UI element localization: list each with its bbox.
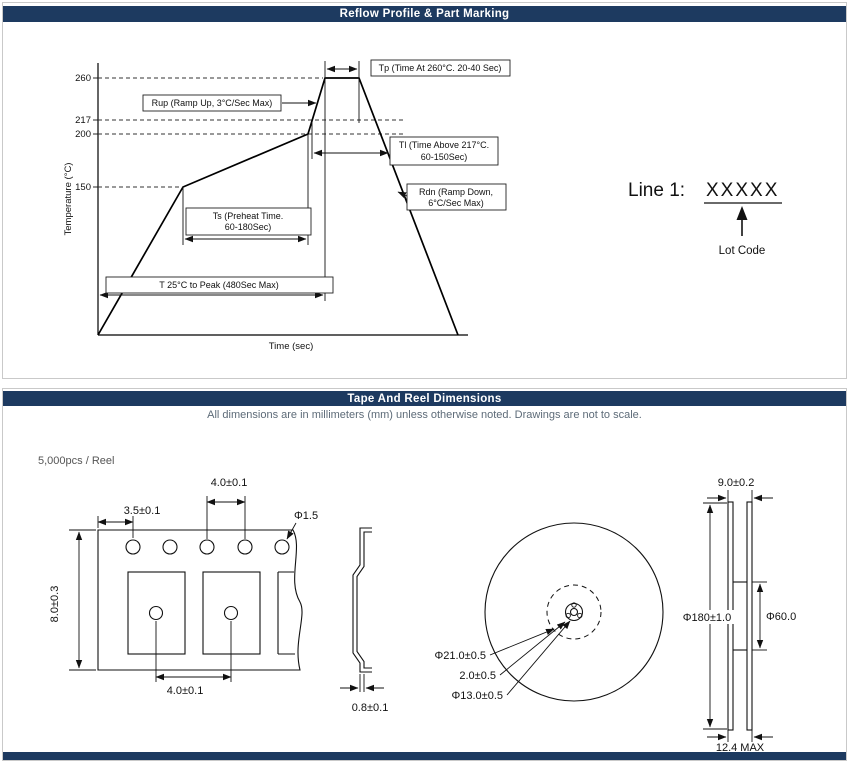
footer-bar (3, 752, 846, 760)
rdn-leader (397, 191, 408, 199)
sprocket-hole (162, 539, 178, 555)
y-tick-217: 217 (75, 115, 91, 126)
reflow-profile-line (97, 77, 459, 336)
reflow-section: Reflow Profile & Part Marking 260 217 (2, 2, 847, 379)
x-axis-label: Time (sec) (269, 341, 314, 352)
reel-hub-ring-dashed (546, 584, 602, 640)
marking-line1-value: XXXXX (706, 180, 779, 201)
reflow-section-title: Reflow Profile & Part Marking (339, 8, 510, 20)
t25-box (105, 276, 334, 294)
reel-center-hole (564, 602, 584, 622)
marking-line1-label: Line 1: (628, 180, 685, 201)
rdn-label-2: 6°C/Sec Max) (428, 198, 484, 208)
dim-outer-dia: Φ180±1.0 (683, 612, 731, 624)
reel-flange-right (746, 501, 753, 731)
y-tick-150: 150 (75, 182, 91, 193)
dim-label-bg (675, 610, 741, 624)
reel-key-notch (565, 612, 571, 619)
dim-center-hole-dia: Φ13.0±0.5 (451, 690, 503, 702)
dimensions-note: All dimensions are in millimeters (mm) u… (207, 409, 642, 421)
t25-label: T 25°C to Peak (480Sec Max) (159, 280, 279, 290)
dim-tape-thickness: 0.8±0.1 (352, 702, 389, 714)
y-axis-label: Temperature (°C) (63, 163, 74, 236)
tl-label-1: Tl (Time Above 217°C. (399, 140, 489, 150)
reel-key-notch (577, 612, 583, 619)
reel-quantity: 5,000pcs / Reel (38, 455, 114, 467)
reflow-section-header: Reflow Profile & Part Marking (3, 6, 846, 22)
dim-key-slot: 2.0±0.5 (459, 670, 496, 682)
part-marking: Line 1: XXXXX Lot Code (628, 180, 782, 257)
tp-box (370, 59, 511, 77)
sprocket-hole (274, 539, 290, 555)
pocket-center-hole (223, 605, 239, 621)
chart-axes: 260 217 200 150 Temperature (°C) Time (s… (63, 63, 468, 352)
component-pocket (127, 571, 186, 655)
reel-flange-circle (484, 522, 664, 702)
component-pocket (202, 571, 261, 655)
rup-label: Rup (Ramp Up, 3°C/Sec Max) (152, 98, 273, 108)
reel-front-view: Φ21.0±0.5 2.0±0.5 Φ13.0±0.5 (434, 522, 664, 702)
tl-label-2: 60-150Sec) (421, 152, 468, 162)
tape-outline (97, 529, 303, 671)
tape-reel-section-title: Tape And Reel Dimensions (347, 392, 502, 405)
partial-pocket (277, 571, 295, 655)
tape-reel-drawings: 5,000pcs / Reel 4.0±0.1 (38, 455, 796, 754)
y-tick-200: 200 (75, 129, 91, 140)
sprocket-hole (125, 539, 141, 555)
pocket-center-hole (148, 605, 164, 621)
tape-section-outer (352, 527, 372, 673)
tape-front-view: 4.0±0.1 3.5±0.1 Φ1.5 8.0±0.3 4.0±0.1 (49, 477, 318, 697)
dim-flange-gap: 9.0±0.2 (718, 477, 755, 489)
tape-side-view: 0.8±0.1 (340, 527, 389, 714)
rup-box (142, 94, 282, 112)
dim-center-ring-dia: Φ21.0±0.5 (434, 650, 486, 662)
dim-tape-width: 8.0±0.3 (49, 586, 61, 623)
sprocket-hole (237, 539, 253, 555)
chart-measure-lines (99, 61, 408, 301)
dim-hub-dia: Φ60.0 (766, 611, 796, 623)
dim-hole-pitch: 4.0±0.1 (211, 477, 248, 489)
lot-code-arrow-head (736, 206, 748, 220)
rdn-label-1: Rdn (Ramp Down, (419, 187, 493, 197)
y-tick-260: 260 (75, 73, 91, 84)
ts-label-2: 60-180Sec) (225, 222, 272, 232)
reflow-profile-chart: 260 217 200 150 Temperature (°C) Time (s… (63, 59, 782, 352)
tp-label: Tp (Time At 260°C. 20-40 Sec) (379, 63, 502, 73)
dim-overall-width: 12.4 MAX (716, 742, 765, 754)
sprocket-hole (199, 539, 215, 555)
reel-key-hole (569, 607, 579, 617)
dim-edge-to-hole: 3.5±0.1 (124, 505, 161, 517)
tape-reel-section-header: Tape And Reel Dimensions (3, 391, 846, 406)
ts-label-1: Ts (Preheat Time. (213, 211, 284, 221)
dim-pocket-pitch: 4.0±0.1 (167, 685, 204, 697)
tape-reel-section: Tape And Reel Dimensions All dimensions … (2, 388, 847, 761)
tl-box (389, 136, 499, 166)
chart-annotations: Tp (Time At 260°C. 20-40 Sec) Rup (Ramp … (105, 59, 511, 294)
reel-key-notch (571, 602, 577, 608)
lot-code-label: Lot Code (719, 245, 766, 257)
rdn-box (406, 183, 507, 211)
chart-reference-lines (98, 77, 403, 188)
ts-box (185, 207, 312, 236)
dim-sprocket-hole-dia: Φ1.5 (294, 510, 318, 522)
reel-side-view: 9.0±0.2 Φ180±1.0 Φ60.0 12.4 MAX (675, 477, 796, 754)
tape-section-inner (356, 531, 372, 669)
